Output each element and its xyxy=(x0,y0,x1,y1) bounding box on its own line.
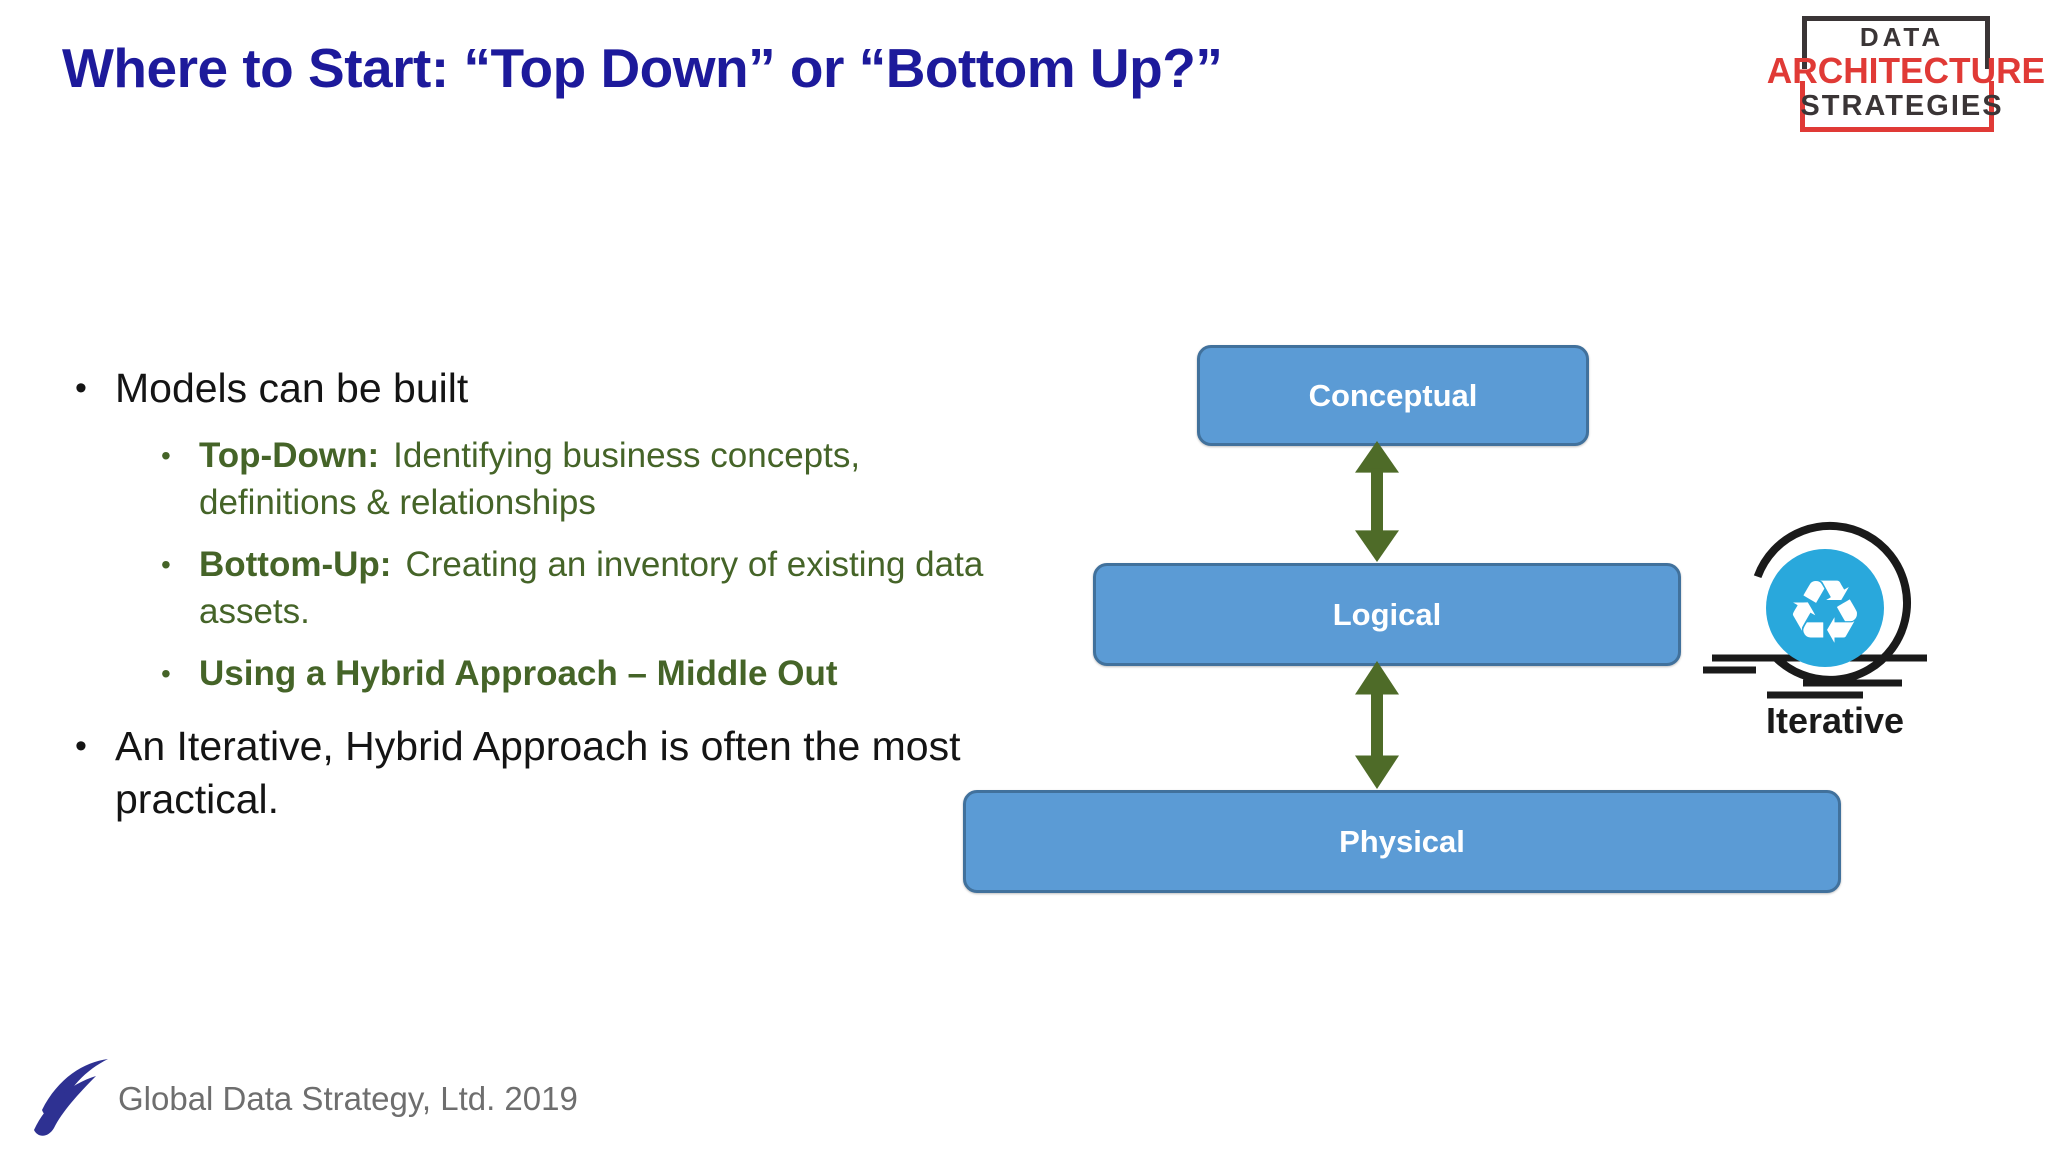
sub-bullet-text: Identifying business concepts, definitio… xyxy=(199,436,861,522)
sub-bullet-label: Top-Down: xyxy=(199,436,380,476)
bullet-text: Models can be built xyxy=(115,365,469,411)
sub-bullet-hybrid: • Using a Hybrid Approach – Middle Out xyxy=(161,651,1055,698)
sub-bullet-list: • Top-Down:Identifying business concepts… xyxy=(161,433,1055,698)
global-data-strategy-logo-icon xyxy=(34,1059,108,1136)
bullet-list: • Models can be built • Top-Down:Identif… xyxy=(75,362,1055,827)
iterative-label: Iterative xyxy=(1765,700,1905,741)
sub-bullet-text: Creating an inventory of existing data a… xyxy=(199,545,984,631)
brand-line-architecture: ARCHITECTURE xyxy=(1766,50,2046,91)
bullet-text: An Iterative, Hybrid Approach is often t… xyxy=(115,723,961,823)
bullet-marker: • xyxy=(75,369,87,407)
recycle-icon: ♻ xyxy=(1786,563,1865,662)
diagram-box-conceptual: Conceptual xyxy=(1197,345,1589,446)
bullet-marker: • xyxy=(75,727,87,766)
diagram-box-logical: Logical xyxy=(1093,563,1681,666)
box-label: Physical xyxy=(1339,823,1465,859)
double-arrow-icon xyxy=(1355,441,1399,562)
brand-line-strategies: STRATEGIES xyxy=(1800,90,2004,122)
diagram-box-physical: Physical xyxy=(963,790,1841,893)
bullet-marker: • xyxy=(161,549,171,581)
box-label: Conceptual xyxy=(1308,377,1478,413)
brand-frame-bottom xyxy=(1800,81,1994,132)
footer-copyright: Global Data Strategy, Ltd. 2019 xyxy=(118,1080,578,1117)
sub-bullet-bottom-up: • Bottom-Up:Creating an inventory of exi… xyxy=(161,542,1055,635)
sub-bullet-text: Using a Hybrid Approach – Middle Out xyxy=(199,654,838,694)
brand-line-data: DATA xyxy=(1859,22,1945,52)
bullet-marker: • xyxy=(161,658,171,690)
brand-logo: DATA ARCHITECTURE STRATEGIES xyxy=(1764,4,2046,142)
iterative-recycle-icon: ♻ xyxy=(1703,521,1927,699)
bullet-item-models: • Models can be built xyxy=(75,362,1055,415)
bullet-marker: • xyxy=(161,440,171,472)
double-arrow-icon xyxy=(1355,661,1399,789)
box-label: Logical xyxy=(1332,596,1442,632)
bullet-item-iterative-hybrid: • An Iterative, Hybrid Approach is often… xyxy=(75,720,1055,827)
brand-frame-top xyxy=(1802,16,1990,69)
slide-title: Where to Start: “Top Down” or “Bottom Up… xyxy=(62,37,1223,99)
sub-bullet-top-down: • Top-Down:Identifying business concepts… xyxy=(161,433,1055,526)
sub-bullet-label: Bottom-Up: xyxy=(199,545,392,585)
